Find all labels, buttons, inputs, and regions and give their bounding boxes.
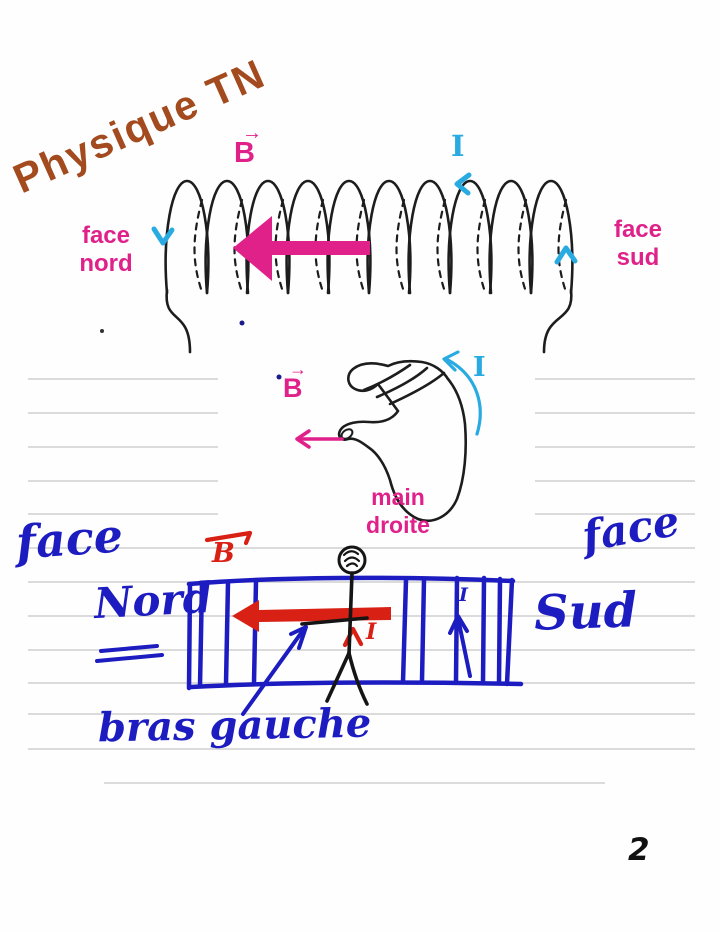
hand-current-arrow-icon [442, 350, 482, 436]
current-arrow-left-icon [454, 172, 472, 196]
handwritten-bras-gauche: bras gauche [97, 699, 372, 752]
left-arm [300, 616, 369, 626]
vector-arrow-icon: → [289, 359, 307, 379]
field-arrow-icon [233, 216, 370, 281]
face-sud-line1: face [613, 216, 663, 243]
handwritten-current-right: I [459, 584, 468, 606]
face-nord-label: face nord [62, 222, 150, 279]
main-droite-line2: droite [366, 511, 430, 538]
current-label-top: I [451, 129, 465, 163]
face-nord-line1: face [81, 222, 131, 249]
current-arrow-up-icon [554, 245, 578, 265]
face-sud-label: face sud [598, 216, 678, 273]
sketch-current-arrow-icon [448, 614, 472, 678]
finger-line [375, 366, 429, 399]
handwritten-field-symbol: B [212, 538, 235, 569]
ink-dots [100, 320, 282, 380]
page-number: 2 [628, 832, 650, 868]
stick-figure [300, 545, 369, 706]
handwritten-sud: Sud [533, 582, 639, 642]
right-hand-drawing [337, 359, 468, 522]
field-label-hand: → B [283, 359, 307, 403]
current-arrow-down-icon [151, 226, 175, 246]
main-droite-caption: main droite [348, 484, 448, 539]
red-ink-marks [204, 530, 364, 648]
handwritten-current-center: I [366, 619, 377, 645]
field-symbol: B [283, 373, 303, 403]
field-vector-overbar [204, 530, 253, 546]
face-sud-line2: sud [616, 244, 660, 272]
field-symbol: B [234, 137, 255, 169]
current-up-caret-icon [342, 626, 364, 648]
current-label-hand: I [473, 352, 486, 383]
finger-line [362, 363, 412, 392]
lead-wire-right [542, 288, 573, 354]
face-nord-line2: nord [79, 250, 133, 278]
hand-field-arrow-icon [295, 429, 344, 449]
bras-gauche-pointer-arrow-icon [241, 625, 308, 716]
current-direction-arrows [151, 172, 578, 265]
nord-underline [95, 644, 164, 663]
lead-wire-left [165, 288, 192, 354]
finger-line [388, 371, 446, 406]
sketch-solenoid [186, 575, 524, 691]
handwritten-nord: Nord [92, 572, 214, 629]
main-droite-line1: main [371, 484, 425, 510]
head-scribble [342, 550, 361, 568]
field-label-top: → B [234, 123, 262, 169]
handwritten-face-left: face [14, 508, 125, 570]
